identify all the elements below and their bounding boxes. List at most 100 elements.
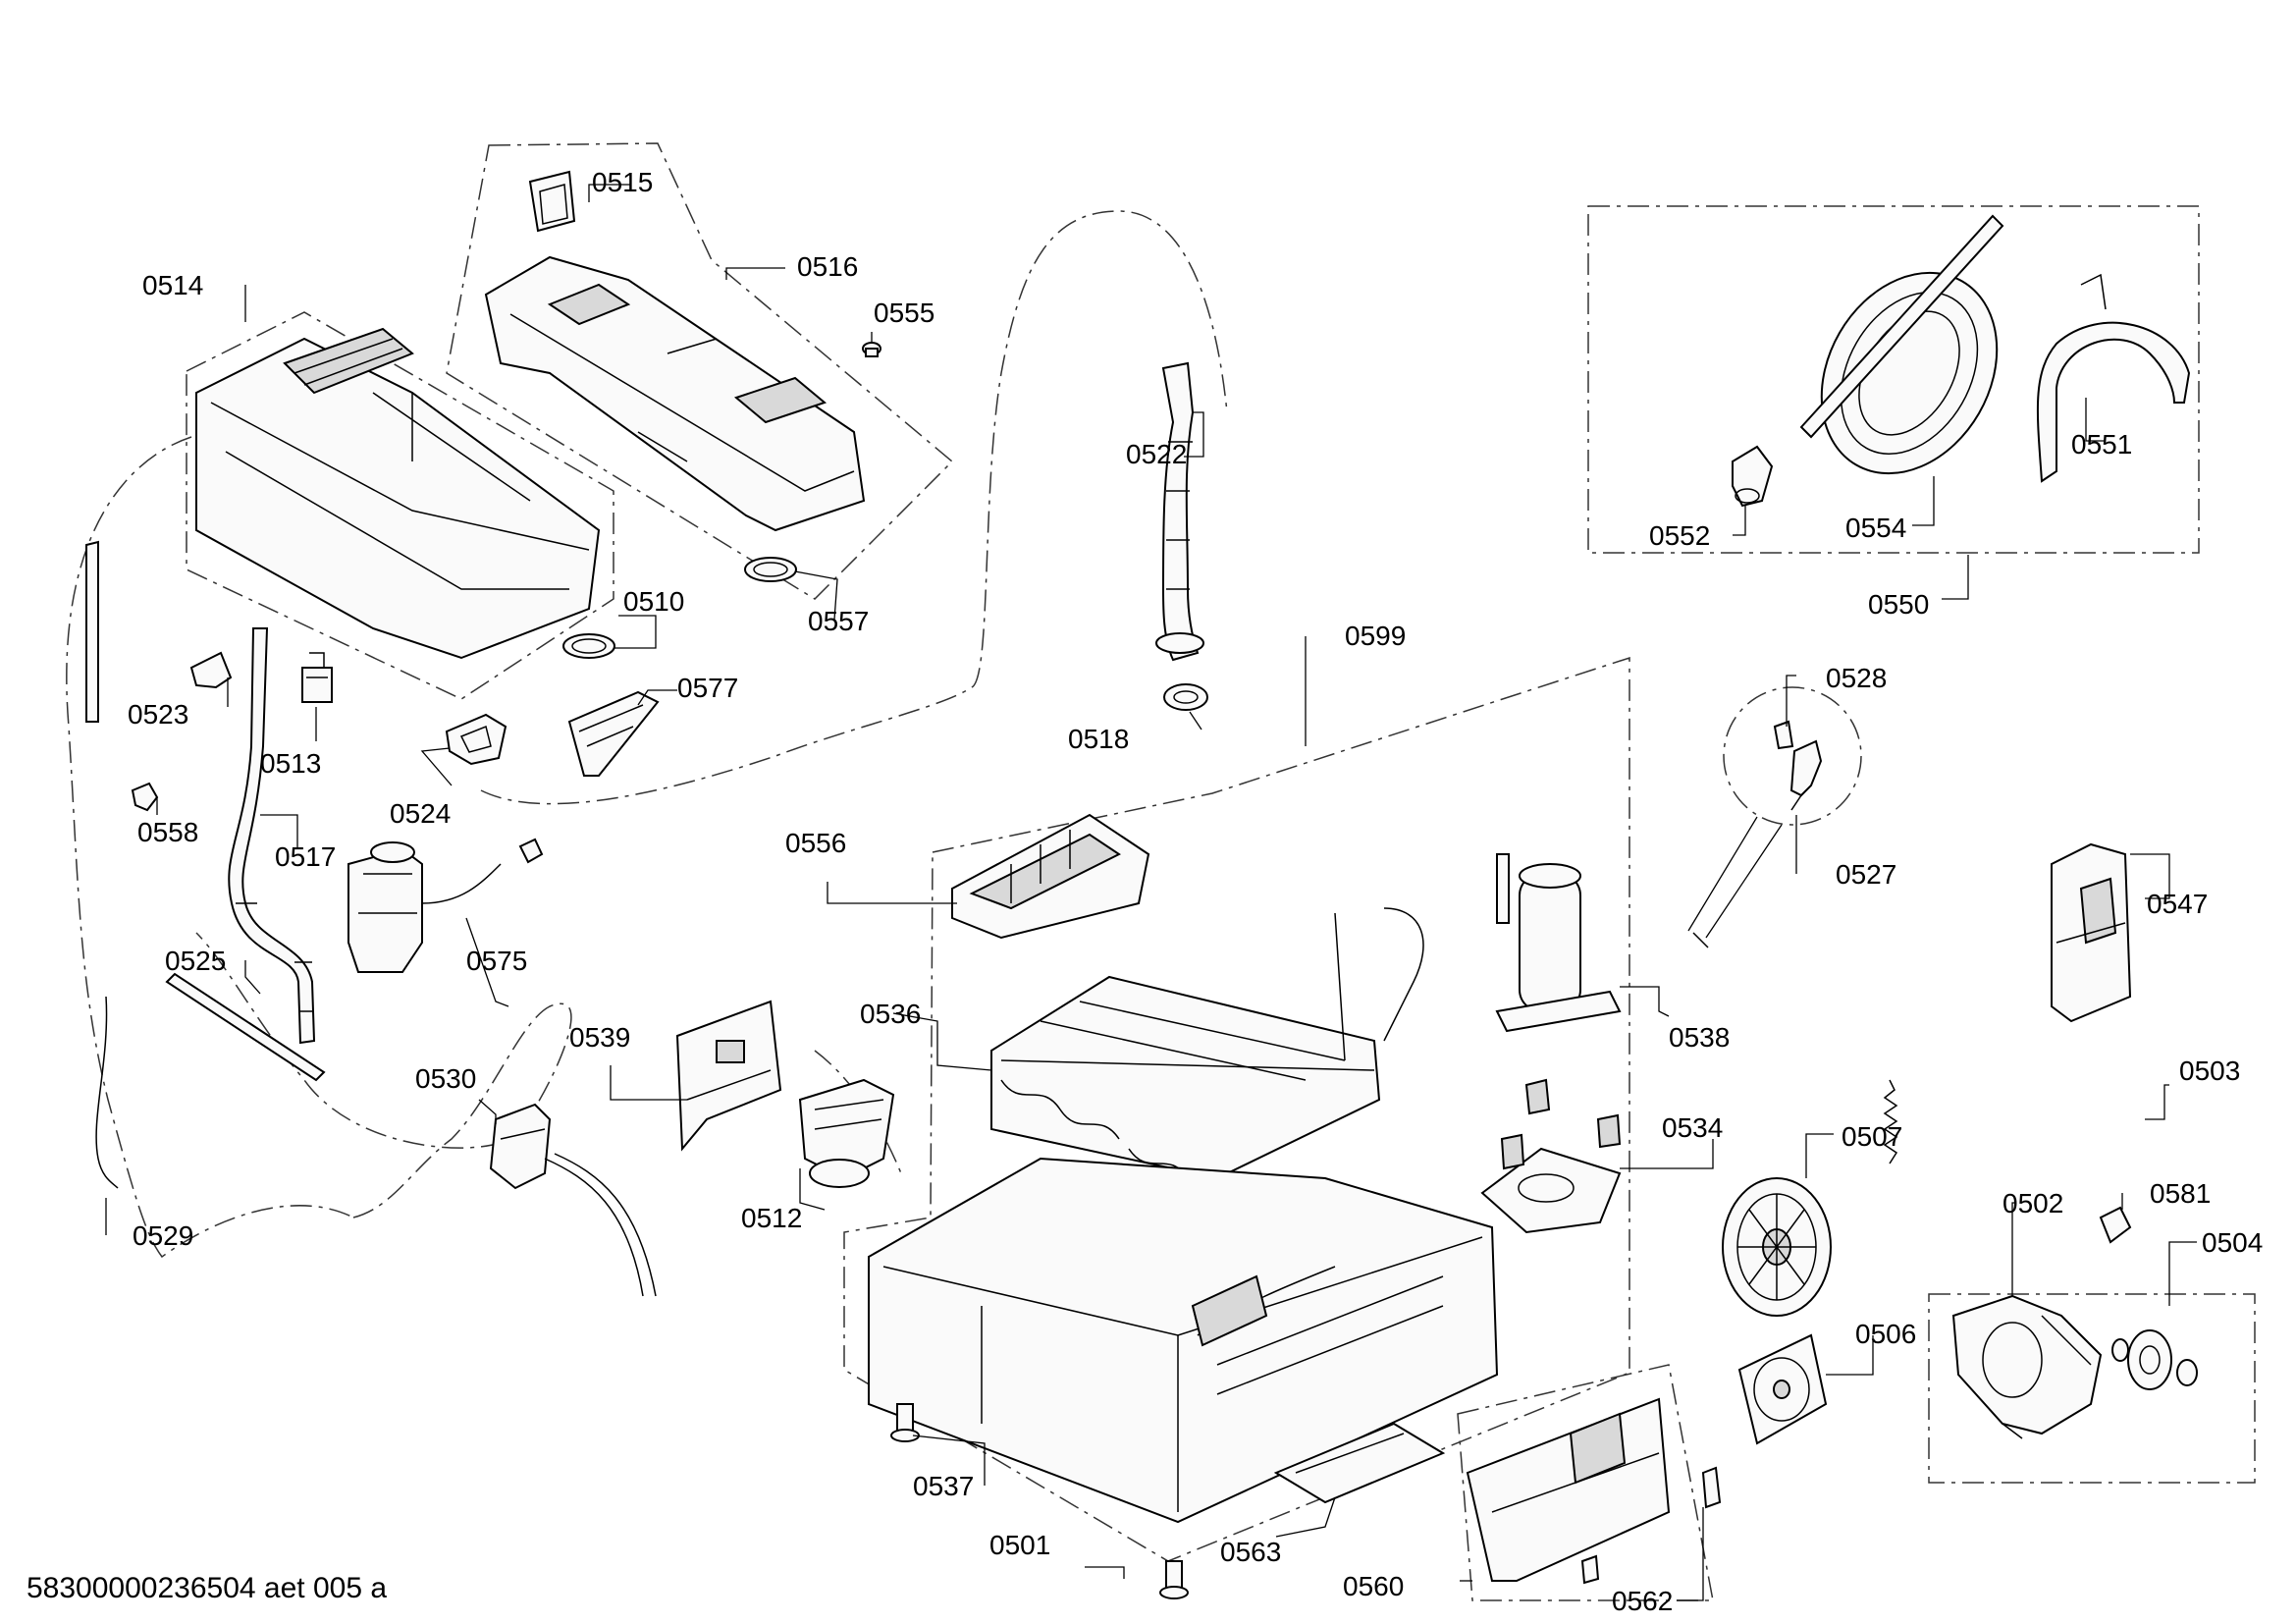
hose-route-0522 [480,210,1228,805]
part-0528-sensor-cap [1773,720,1794,750]
part-0581-clip [2099,1206,2132,1244]
label-0534: 0534 [1662,1112,1723,1143]
label-0529: 0529 [133,1220,193,1251]
label-0512: 0512 [741,1203,802,1233]
label-0550: 0550 [1868,589,1929,620]
part-0524-gasket [445,713,507,766]
label-0524: 0524 [390,798,451,829]
label-0556: 0556 [785,828,846,858]
group-outline-0550 [1587,205,2200,554]
part-0504-pulley [2111,1329,2198,1390]
part-0557-seal-ring [744,557,797,582]
part-0534-mount-plate [1480,1078,1622,1234]
label-0555: 0555 [874,298,934,328]
label-0528: 0528 [1826,663,1887,693]
part-0554-hose-coil [1799,214,2004,475]
part-0518-ring [1163,683,1208,711]
part-0530-pump [489,1103,657,1297]
label-0510: 0510 [623,586,684,617]
detail-circle-0528 [1723,686,1862,826]
part-0503-spring [1883,1079,1898,1164]
part-0522-hose [1155,361,1204,662]
label-0547: 0547 [2147,889,2208,919]
part-0510-seal-ring [562,633,615,659]
label-0560: 0560 [1343,1571,1404,1601]
part-0577-channel [567,690,660,777]
hose-route-0539 [814,1050,904,1179]
group-outline-0560 [1457,1364,1714,1601]
label-0558: 0558 [137,817,198,847]
label-0537: 0537 [913,1471,974,1501]
part-0556-control-module [951,813,1150,940]
label-0530: 0530 [415,1063,476,1094]
part-labels: 0515 0516 0555 0514 0557 0510 0577 0522 … [128,167,2263,1616]
label-0523: 0523 [128,699,188,730]
label-0503: 0503 [2179,1056,2240,1086]
group-outline-0516 [446,142,954,600]
part-0558-fitting [131,782,159,812]
drawing-code: 58300000236504 aet 005 a [27,1572,387,1604]
label-0538: 0538 [1669,1022,1730,1053]
label-0513: 0513 [260,748,321,779]
part-0506-axial-fan [1737,1333,1828,1445]
part-0560-cover-panel [1466,1397,1671,1582]
part-0552-connector [1732,445,1774,508]
detail-leader-0528 [1687,816,1783,939]
part-0539-bracket [675,1000,782,1152]
part-0517-drain-hose [228,627,316,1045]
label-0554: 0554 [1845,513,1906,543]
label-0539: 0539 [569,1022,630,1053]
label-0515: 0515 [592,167,653,197]
part-0575-pump [347,838,544,973]
part-0502-motor [1951,1294,2103,1439]
part-0563-base-plate [1273,1422,1446,1504]
label-0575: 0575 [466,946,527,976]
part-0551-hose-holder [2036,273,2191,483]
part-0529-rod [85,540,119,1189]
part-0512-pump [798,1078,895,1188]
label-0563: 0563 [1220,1537,1281,1567]
label-0551: 0551 [2071,429,2132,460]
label-0501: 0501 [989,1530,1050,1560]
part-0547-housing [2051,842,2132,1023]
label-0577: 0577 [677,673,738,703]
label-0527: 0527 [1836,859,1896,890]
label-0506: 0506 [1855,1319,1916,1349]
part-0537-foot [890,1403,920,1442]
label-0502: 0502 [2002,1188,2063,1218]
label-0518: 0518 [1068,724,1129,754]
label-0557: 0557 [808,606,869,636]
label-0514: 0514 [142,270,203,300]
part-0555-cap [862,342,881,357]
label-0516: 0516 [797,251,858,282]
leader-lines [105,184,2197,1601]
part-0538-compressor [1495,853,1709,1033]
label-0562: 0562 [1612,1586,1673,1616]
part-0514-tank [195,327,601,660]
part-0527-sensor [1789,739,1823,811]
label-0504: 0504 [2202,1227,2263,1258]
part-0525-rod [165,972,326,1082]
label-0581: 0581 [2150,1178,2211,1209]
part-0536-heat-exchanger [990,907,1424,1180]
part-0507-fan-wheel [1722,1177,1832,1317]
label-0599: 0599 [1345,621,1406,651]
part-0562-clip [1580,1466,1722,1585]
label-0525: 0525 [165,946,226,976]
part-0523-clip [189,651,233,689]
part-0516-tank-cover [484,255,866,532]
label-0522: 0522 [1126,439,1187,469]
group-outline-0504 [1928,1293,2256,1484]
label-0552: 0552 [1649,520,1710,551]
part-0513-valve [301,652,333,703]
part-0501-foot [1159,1560,1189,1599]
label-0536: 0536 [860,999,921,1029]
hose-route-left [66,436,354,1259]
label-0517: 0517 [275,841,336,872]
part-0599-base-frame [868,1157,1499,1524]
group-outline-0514 [186,311,614,700]
label-0507: 0507 [1842,1121,1902,1152]
part-0515-filter-insert [528,170,576,233]
